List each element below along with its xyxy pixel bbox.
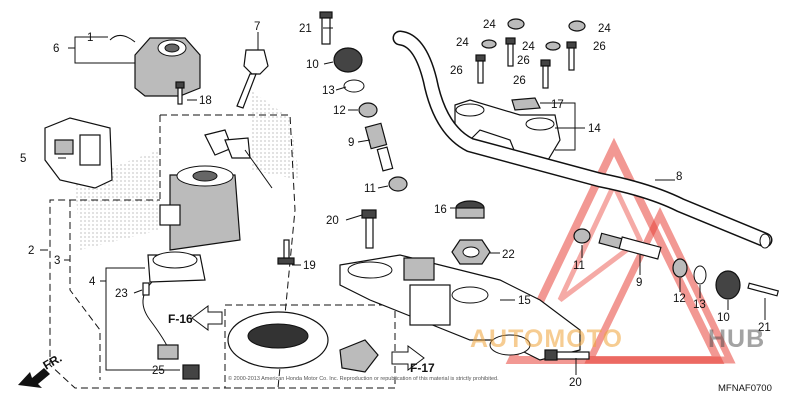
callout-8: 8 xyxy=(676,171,682,183)
clip-1 xyxy=(109,35,136,43)
callout-22: 22 xyxy=(502,249,515,261)
callout-10-center: 10 xyxy=(306,59,319,71)
callout-5: 5 xyxy=(20,153,26,165)
collar-12-right xyxy=(672,258,688,278)
copyright-notice: © 2000-2013 American Honda Motor Co. Inc… xyxy=(228,375,499,382)
callout-14: 14 xyxy=(588,123,601,135)
callout-24-b: 24 xyxy=(598,23,611,35)
nut-22 xyxy=(451,239,491,265)
callout-26-d: 26 xyxy=(513,75,526,87)
ref-f16: F-16 xyxy=(168,312,193,326)
callout-17: 17 xyxy=(551,99,564,111)
callout-6: 6 xyxy=(53,43,59,55)
bolt-19 xyxy=(277,239,295,265)
weight-9-right xyxy=(598,232,662,260)
callout-19: 19 xyxy=(303,260,316,272)
callout-11-center: 11 xyxy=(364,183,376,195)
callout-4: 4 xyxy=(89,276,96,288)
bolt-21-top xyxy=(319,11,333,45)
top-bridge-15 xyxy=(339,254,581,361)
callout-21-center: 21 xyxy=(299,23,312,35)
callout-21-right: 21 xyxy=(758,322,771,334)
callout-12-right: 12 xyxy=(673,293,686,305)
cap-16 xyxy=(455,200,485,219)
ref-f17: F-17 xyxy=(410,361,435,375)
callout-12-center: 12 xyxy=(333,105,346,117)
collar-12 xyxy=(358,102,378,118)
callout-26-b: 26 xyxy=(593,41,606,53)
switch-4 xyxy=(147,251,206,283)
cap-10 xyxy=(333,47,363,73)
lock-part xyxy=(339,339,379,373)
callout-24-a: 24 xyxy=(483,19,496,31)
callout-25: 25 xyxy=(152,365,165,377)
callout-15: 15 xyxy=(518,295,531,307)
arrow-f16 xyxy=(191,305,223,331)
nut-11-right xyxy=(573,228,591,244)
bracket-5 xyxy=(44,117,113,189)
callout-20-center: 20 xyxy=(326,215,339,227)
cover-plate xyxy=(227,311,329,369)
ignition-cover-6 xyxy=(134,37,201,97)
callout-11-right: 11 xyxy=(573,260,585,272)
watermark-logo xyxy=(505,137,736,364)
shaded-area-top xyxy=(250,90,300,180)
callout-2: 2 xyxy=(28,245,34,257)
key-7 xyxy=(236,49,269,109)
callout-9-center: 9 xyxy=(348,137,354,149)
ignition-switch-assembly xyxy=(159,165,241,251)
clip-13-right xyxy=(693,265,707,285)
callout-3: 3 xyxy=(54,255,60,267)
watermark-text-left: AUTOMOTO xyxy=(470,325,623,353)
callout-16: 16 xyxy=(434,204,447,216)
bolt-21-right xyxy=(747,282,780,297)
assembly-outline xyxy=(49,114,396,389)
handlebar-8 xyxy=(392,30,773,249)
diagram-code: MFNAF0700 xyxy=(718,383,772,394)
bolt-18 xyxy=(175,81,185,105)
cap-10-right xyxy=(715,270,741,300)
callout-9-right: 9 xyxy=(636,277,642,289)
callout-24-d: 24 xyxy=(522,41,535,53)
upper-holder-14 xyxy=(454,99,561,166)
key-set xyxy=(204,129,273,189)
callout-13-center: 13 xyxy=(322,85,335,97)
callout-18: 18 xyxy=(199,95,212,107)
nut-11 xyxy=(388,176,408,192)
holder-plate-17 xyxy=(511,97,541,111)
callout-13-right: 13 xyxy=(693,299,706,311)
leader-lines xyxy=(40,27,766,375)
callout-7: 7 xyxy=(254,21,260,33)
clip-13 xyxy=(343,79,365,93)
callout-24-c: 24 xyxy=(456,37,469,49)
arrow-f17 xyxy=(391,345,425,371)
weight-9 xyxy=(364,122,394,172)
callout-26-c: 26 xyxy=(450,65,463,77)
bolts-26 xyxy=(475,37,577,89)
callout-23: 23 xyxy=(115,288,128,300)
caps-24 xyxy=(481,18,586,51)
watermark-text-right: HUB xyxy=(708,325,765,353)
callout-20-bottom: 20 xyxy=(569,377,582,389)
connector xyxy=(157,344,179,360)
callout-26-a: 26 xyxy=(517,55,530,67)
screw-23 xyxy=(142,282,150,296)
arrow-front xyxy=(18,368,50,388)
callout-1: 1 xyxy=(87,32,93,44)
bolt-20-bottom xyxy=(544,349,590,361)
bolt-20-top xyxy=(361,209,377,249)
callout-10-right: 10 xyxy=(717,312,730,324)
connector-25 xyxy=(182,364,200,380)
